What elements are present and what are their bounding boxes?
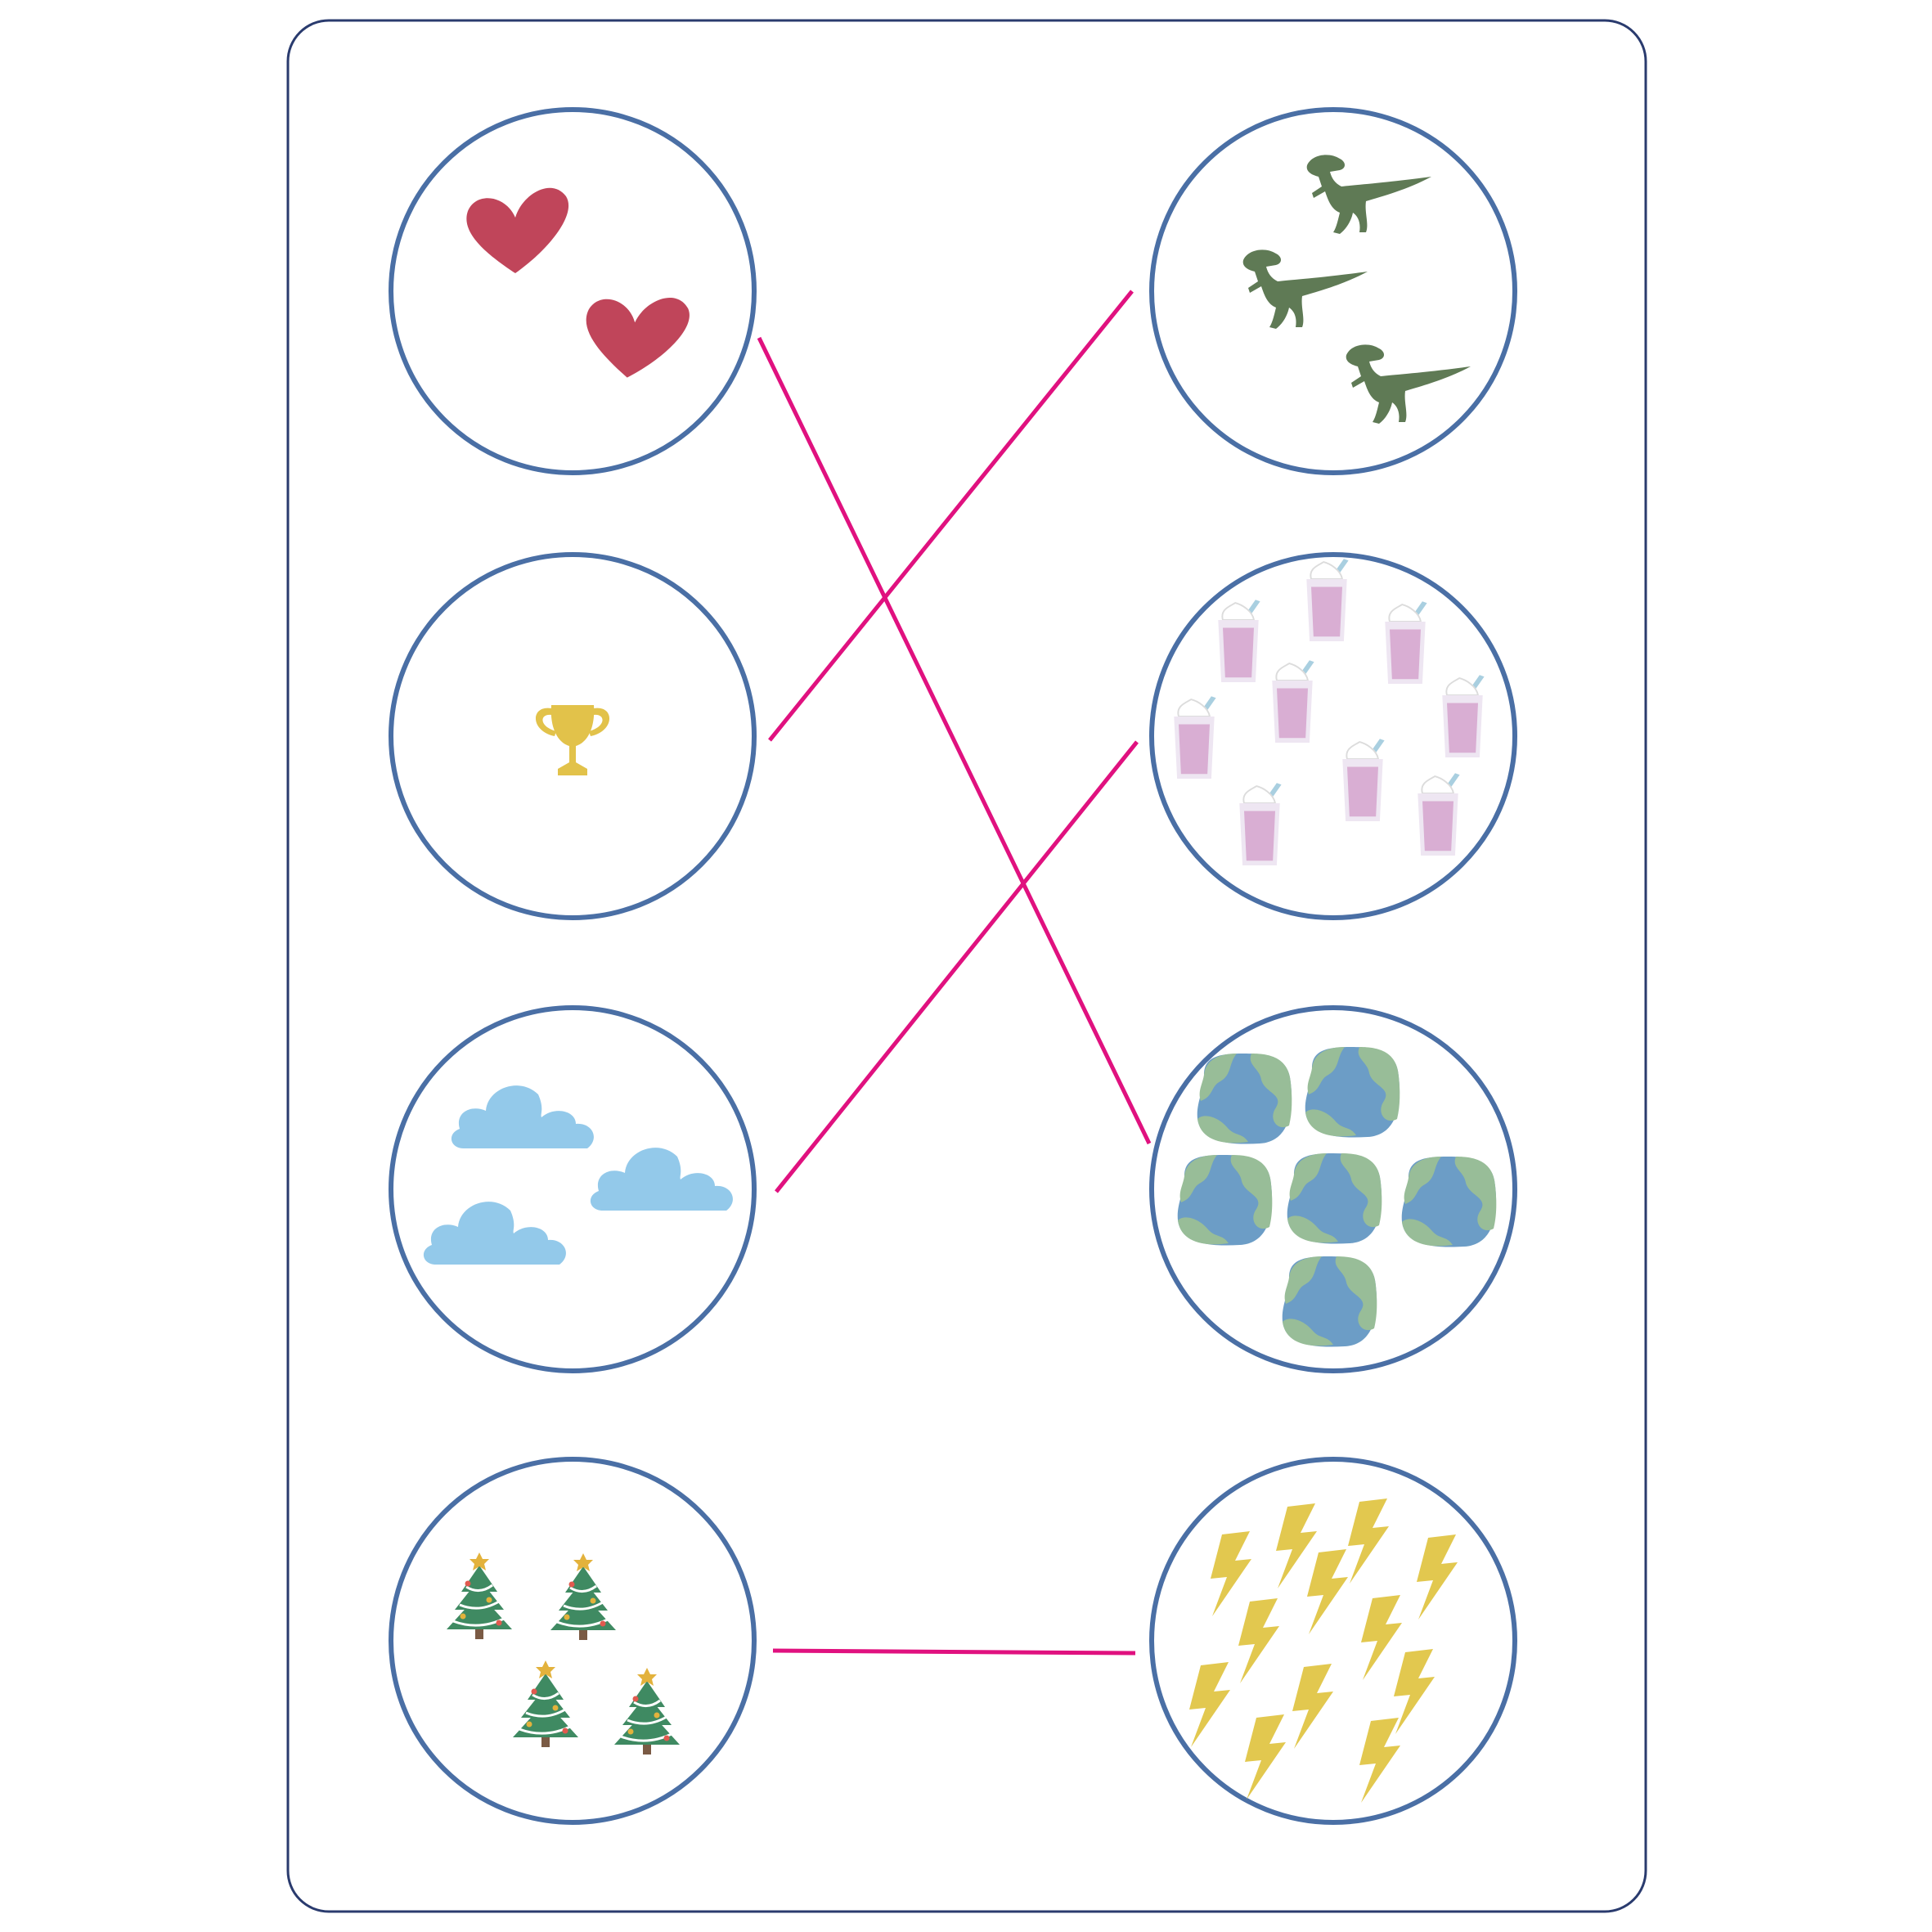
circle-trees[interactable] [389, 1457, 757, 1825]
circle-clouds[interactable] [389, 1005, 757, 1373]
circle-dinosaurs[interactable] [1149, 107, 1517, 475]
earth-icon [1305, 1047, 1400, 1138]
earth-icon [1177, 1155, 1273, 1246]
circle-bolts[interactable] [1149, 1457, 1517, 1825]
earth-icon [1197, 1054, 1292, 1144]
earth-icon [1282, 1256, 1377, 1347]
connector-trees-bolts [772, 1648, 1136, 1656]
connector-lines [757, 290, 1152, 1656]
card-border [286, 19, 1647, 1913]
circle-outline [389, 1005, 757, 1373]
circle-outline [1149, 1457, 1517, 1825]
connector-trophy-dinosaurs [768, 290, 1134, 742]
circle-outline [389, 107, 757, 475]
circle-milkshakes[interactable] [1149, 552, 1517, 920]
circle-hearts[interactable] [389, 107, 757, 475]
connector-hearts-earths [757, 336, 1152, 1145]
connector-clouds-milkshakes [775, 740, 1139, 1193]
right-column [1149, 107, 1517, 1825]
earth-icon [1287, 1153, 1382, 1244]
circle-outline [389, 1457, 757, 1825]
earth-icon [1401, 1157, 1497, 1247]
left-column [389, 107, 757, 1825]
circle-earths[interactable] [1149, 1005, 1517, 1373]
circle-trophy[interactable] [389, 552, 757, 920]
